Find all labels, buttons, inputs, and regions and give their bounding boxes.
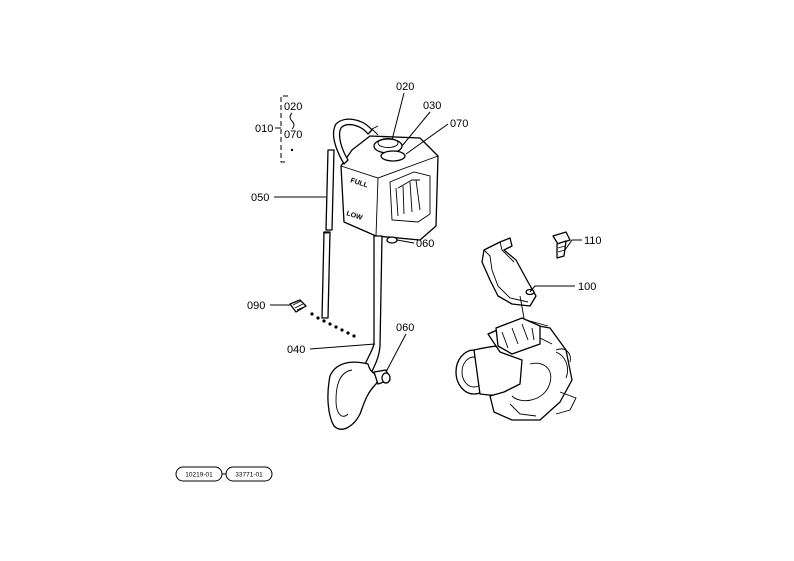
overflow-hose-050 [321,118,373,319]
label-060-bottom: 060 [396,322,414,334]
bolt-110 [552,231,571,259]
label-060-top: 060 [416,238,434,250]
drawing-code-box: 10219-01 33771-01 [175,466,273,482]
tank-bracket-100 [481,237,537,319]
label-070: 070 [450,118,468,130]
label-040: 040 [287,344,305,356]
code-left: 10219-01 [185,472,213,479]
label-110: 110 [584,235,602,247]
bracket-group-010: 010 020 070 [255,95,302,163]
label-020-bracket: 020 [284,101,302,113]
drain-hose-040 [327,235,398,430]
label-010: 010 [255,123,273,135]
label-070-bracket: 070 [284,129,302,141]
label-100: 100 [578,281,596,293]
tank-low-mark: LOW [345,210,363,222]
label-030: 030 [423,100,441,112]
code-right: 33771-01 [235,472,263,479]
reserve-tank: FULL LOW [340,125,439,241]
label-090: 090 [247,300,265,312]
leader-lines [270,92,582,373]
clip-band-090 [289,299,356,338]
label-020: 020 [396,81,414,93]
label-050: 050 [251,192,269,204]
part-labels: 020 030 070 050 060 090 060 040 100 110 [247,81,602,356]
engine-block [455,317,577,421]
